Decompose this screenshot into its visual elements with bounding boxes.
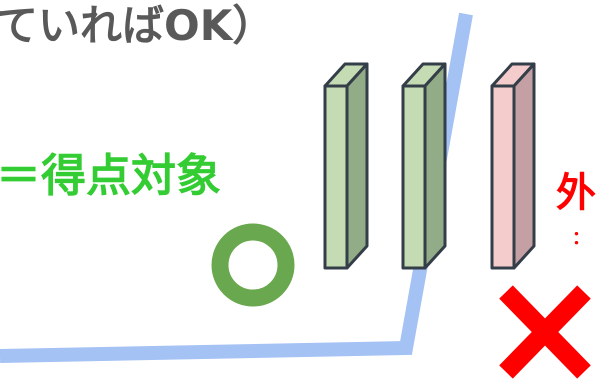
panel-out [490,62,536,270]
panel-in-1 [323,62,369,270]
top-caption: ていればOK） [0,1,275,50]
panel-in-2 [401,62,447,270]
outside-sub-label: ： [572,228,590,249]
cross-ng-icon [499,285,591,379]
circle-ok-icon [211,223,295,307]
outside-label: 外 [556,170,596,216]
scoring-label: ＝得点対象 [0,149,222,202]
